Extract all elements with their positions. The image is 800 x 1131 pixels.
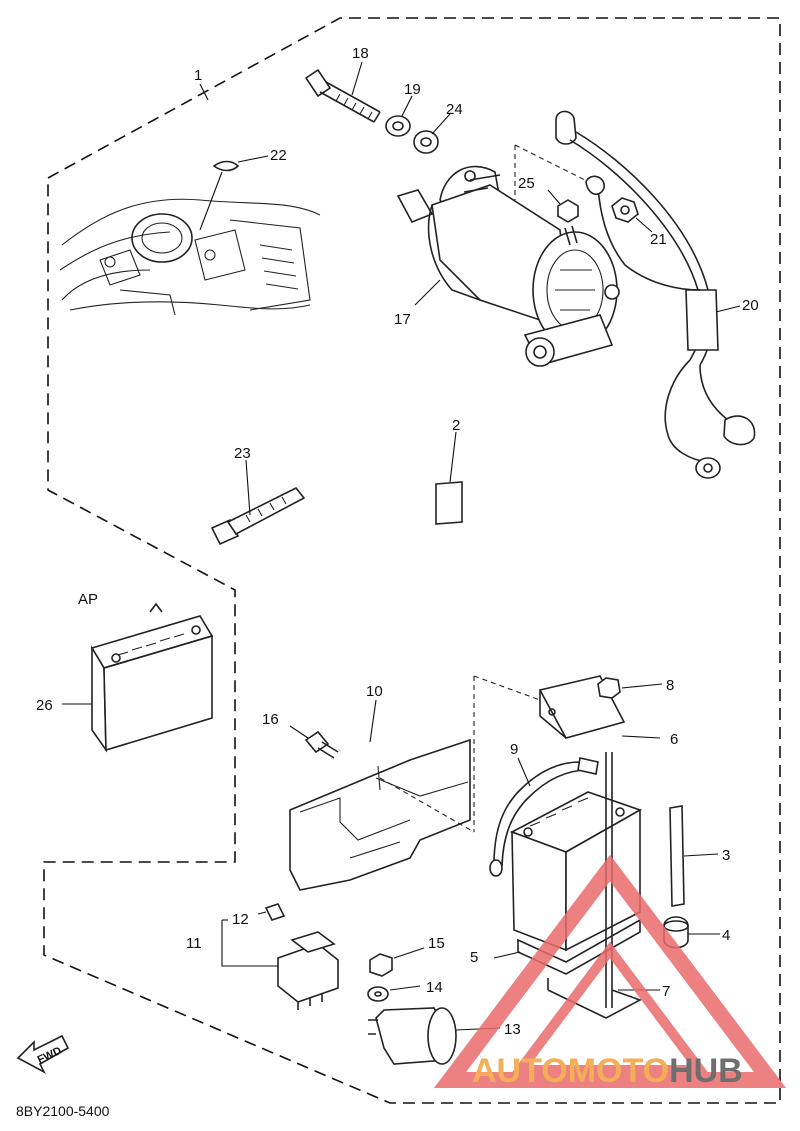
callout-3: 3 <box>722 847 730 864</box>
watermark-logo: AUTOMOTOHUB <box>433 854 787 1090</box>
washer-14 <box>367 985 421 1002</box>
cable-20 <box>555 110 756 479</box>
callout-24: 24 <box>446 101 463 118</box>
callouts: 1 2 3 4 5 6 7 8 9 10 11 12 13 14 15 16 1… <box>36 45 759 1038</box>
callout-15: 15 <box>428 935 445 952</box>
callout-1: 1 <box>194 67 202 84</box>
washer-24 <box>413 113 451 154</box>
callout-6: 6 <box>670 731 678 748</box>
callout-12: 12 <box>232 911 249 928</box>
callout-2: 2 <box>452 417 460 434</box>
callout-7: 7 <box>662 983 670 1000</box>
watermark-text-auto: AUTOMOTOHUB <box>472 1052 743 1090</box>
rod-3 <box>669 805 719 907</box>
clip-22 <box>199 155 269 231</box>
diagram-code: 8BY2100-5400 <box>16 1103 110 1119</box>
clip-12 <box>257 903 286 921</box>
callout-20: 20 <box>742 297 759 314</box>
callout-13: 13 <box>504 1021 521 1038</box>
callout-5: 5 <box>470 949 478 966</box>
callout-10: 10 <box>366 683 383 700</box>
callout-4: 4 <box>722 927 730 944</box>
callout-21: 21 <box>650 231 667 248</box>
callout-19: 19 <box>404 81 421 98</box>
callout-17: 17 <box>394 311 411 328</box>
bolt-18 <box>304 61 381 123</box>
nut-15 <box>369 947 425 977</box>
callout-8: 8 <box>666 677 674 694</box>
nut-25 <box>547 189 579 223</box>
washer-19 <box>385 95 413 137</box>
relay-13 <box>368 1007 501 1065</box>
inset-label: AP <box>78 591 98 608</box>
relay-11 <box>221 919 339 1010</box>
callout-23: 23 <box>234 445 251 462</box>
lead-9 <box>489 757 599 877</box>
callout-11: 11 <box>186 935 202 952</box>
cable-tie-23 <box>210 459 306 546</box>
nut-21 <box>611 197 653 233</box>
callout-9: 9 <box>510 741 518 758</box>
pad-2 <box>435 431 463 525</box>
callout-16: 16 <box>262 711 279 728</box>
bolt-16 <box>289 725 339 759</box>
cover-10 <box>289 699 471 891</box>
fwd-arrow-icon: FWD <box>16 1034 70 1074</box>
battery-26 <box>62 602 214 753</box>
nut-8 <box>597 677 663 699</box>
callout-25: 25 <box>518 175 535 192</box>
callout-22: 22 <box>270 147 287 164</box>
frame-area <box>59 198 321 316</box>
callout-14: 14 <box>426 979 443 996</box>
callout-18: 18 <box>352 45 369 62</box>
watermark-triangle-inner <box>510 941 710 1075</box>
assembly-boundary <box>43 17 781 1104</box>
watermark-triangle-outer <box>433 854 787 1088</box>
starter-motor-17 <box>396 165 620 367</box>
callout-26: 26 <box>36 697 53 714</box>
